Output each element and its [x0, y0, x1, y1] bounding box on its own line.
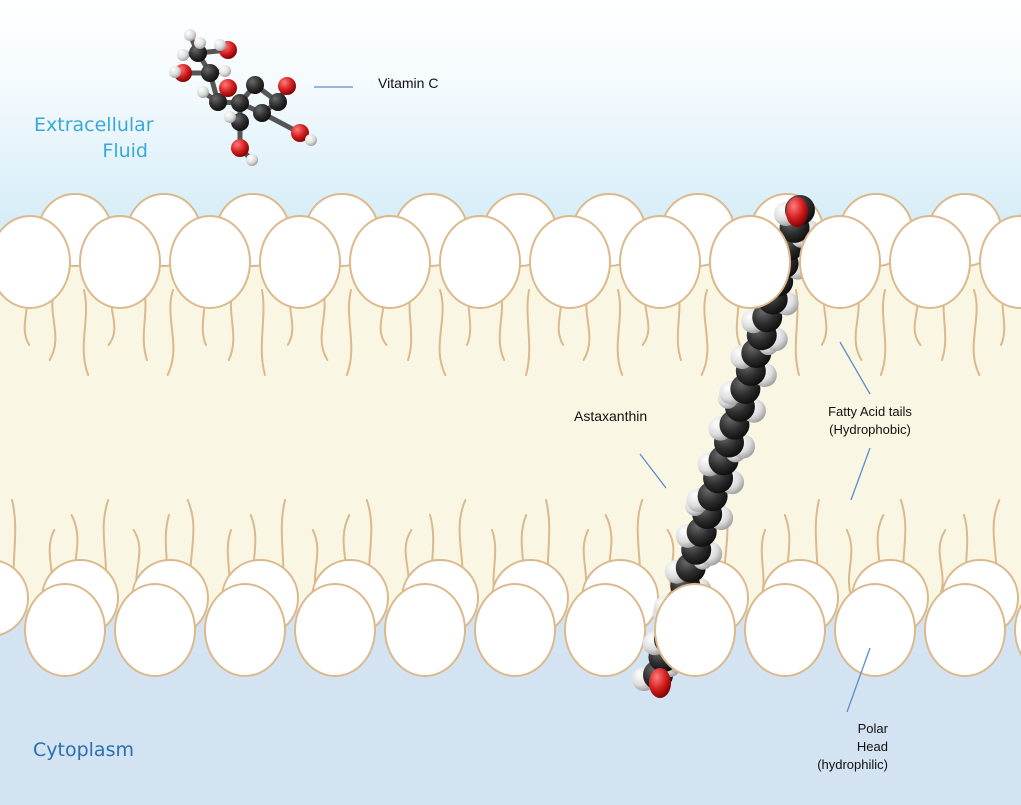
polar-head	[384, 583, 466, 677]
hydrogen-atom	[219, 65, 231, 77]
fatty-acid-tail	[972, 289, 981, 376]
extracellular-fluid-label: Extracellular Fluid	[34, 114, 154, 162]
polar-head-leader	[846, 647, 871, 713]
oxygen-atom	[219, 79, 237, 97]
vitamin-c-molecule	[169, 29, 317, 166]
lower-polar-heads	[0, 559, 1021, 677]
carbon-atom	[201, 64, 219, 82]
fatty-acid-tail	[345, 289, 353, 376]
vitamin-c-label: Vitamin C	[378, 75, 439, 91]
carbon-atom	[246, 76, 264, 94]
front-polar-heads	[654, 215, 881, 677]
hydrogen-atom	[246, 154, 258, 166]
fatty-acid-tail	[82, 289, 90, 376]
polar-head	[529, 215, 611, 309]
hydrogen-atom	[214, 39, 226, 51]
polar-head	[979, 215, 1021, 309]
polar-head	[79, 215, 161, 309]
polar-head	[799, 215, 881, 309]
polar-head-label: Polar Head (hydrophilic)	[817, 721, 888, 772]
polar-head	[834, 583, 916, 677]
polar-head	[259, 215, 341, 309]
fatty-acid-tail	[879, 289, 887, 376]
fatty-acid-tail	[938, 529, 947, 596]
polar-head	[924, 583, 1006, 677]
hydrogen-atom	[197, 86, 209, 98]
hydrogen-atom	[169, 66, 181, 78]
carbon-atom	[231, 94, 249, 112]
astaxanthin-leader	[639, 453, 667, 489]
fatty-acid-tail	[166, 289, 175, 376]
hydrogen-atom	[305, 134, 317, 146]
polar-head	[654, 583, 736, 677]
fatty-acid-tail	[700, 289, 709, 376]
fatty-acid-tail	[616, 289, 624, 376]
polar-head	[889, 215, 971, 309]
carbon-atom	[189, 44, 207, 62]
leader-lines	[314, 86, 871, 713]
fatty-acid-leader-lower	[850, 447, 871, 501]
extracellular-fluid	[0, 0, 1021, 230]
fatty-acid-tails-label: Fatty Acid tails (Hydrophobic)	[828, 404, 912, 437]
hydrogen-atom	[177, 49, 189, 61]
polar-head	[0, 215, 71, 309]
hydrogen-atom	[224, 111, 236, 123]
polar-head	[744, 583, 826, 677]
astaxanthin-label: Astaxanthin	[574, 408, 648, 424]
fatty-acid-tail	[525, 289, 531, 376]
polar-head	[294, 583, 376, 677]
fatty-acid-tail	[438, 289, 447, 376]
polar-head	[24, 583, 106, 677]
polar-head	[474, 583, 556, 677]
fatty-acid-tail	[845, 529, 853, 596]
fatty-acid-tail	[260, 289, 266, 376]
polar-head	[439, 215, 521, 309]
polar-head	[114, 583, 196, 677]
oxygen-atom	[291, 124, 309, 142]
carbon-atom	[269, 93, 287, 111]
polar-head	[1014, 603, 1021, 657]
fatty-acid-leader-upper	[839, 341, 871, 395]
polar-head	[709, 215, 791, 309]
carbon-atom	[253, 104, 271, 122]
polar-head	[619, 215, 701, 309]
polar-head	[169, 215, 251, 309]
oxygen-atom	[786, 197, 808, 227]
oxygen-atom	[278, 77, 296, 95]
cytoplasm-label: Cytoplasm	[33, 739, 134, 761]
upper-fatty-acid-tails	[23, 289, 1006, 376]
polar-head	[204, 583, 286, 677]
oxygen-atom	[231, 139, 249, 157]
polar-head	[0, 560, 29, 636]
oxygen-atom	[649, 668, 671, 698]
polar-head	[564, 583, 646, 677]
hydrogen-atom	[184, 29, 196, 41]
carbon-atom	[209, 93, 227, 111]
polar-head	[349, 215, 431, 309]
hydrogen-atom	[194, 37, 206, 49]
